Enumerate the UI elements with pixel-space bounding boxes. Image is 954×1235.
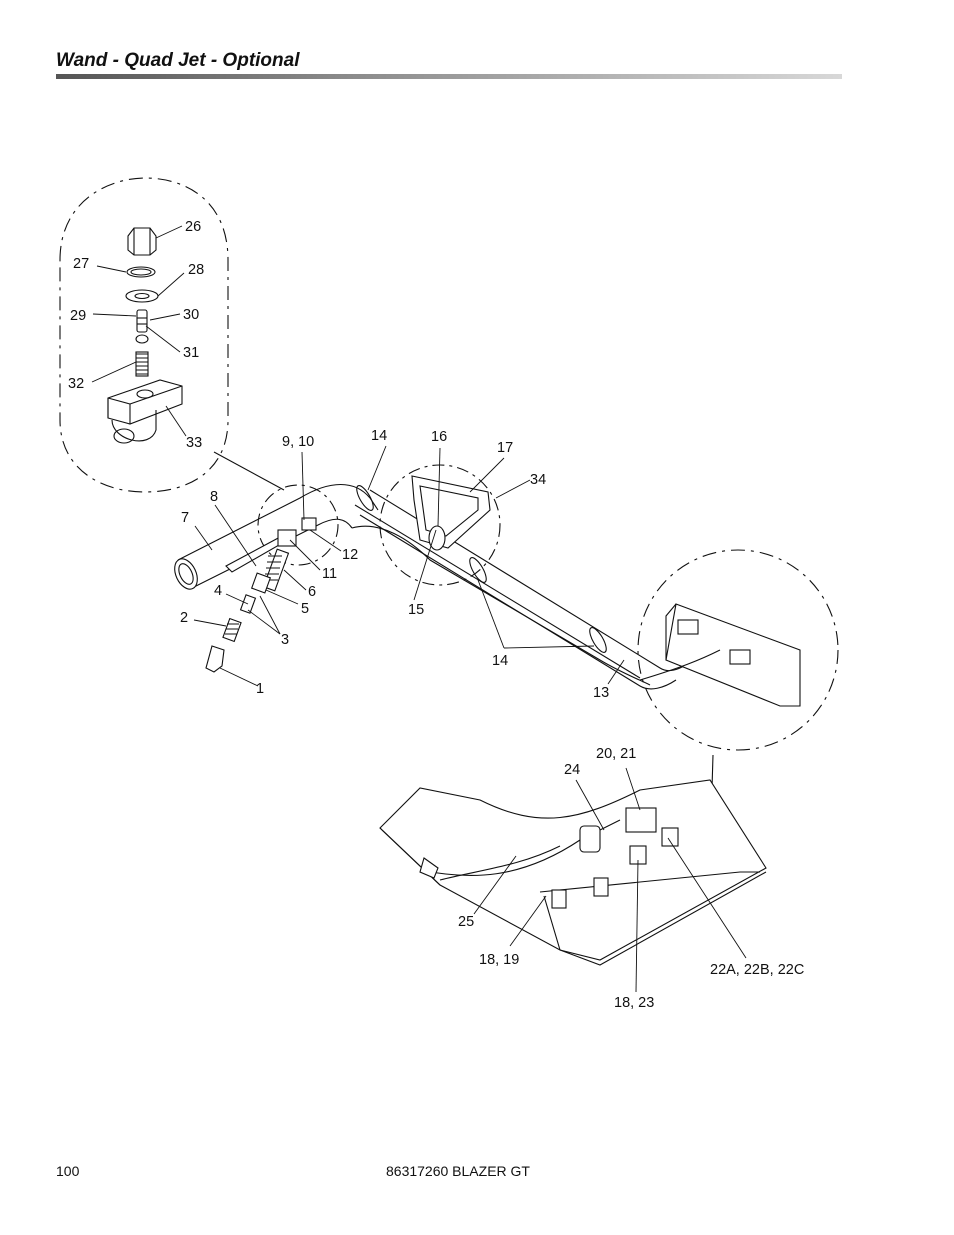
callout-label: 16 [431, 429, 447, 445]
callout-label: 34 [530, 472, 546, 488]
quick-connect-fittings [205, 548, 290, 673]
callout-label: 29 [70, 308, 86, 324]
wand-handle [174, 483, 379, 590]
callout-label: 13 [593, 685, 609, 701]
callout-label: 3 [281, 632, 289, 648]
callout-label: 22A, 22B, 22C [710, 962, 804, 978]
callout-label: 31 [183, 345, 199, 361]
callout-label: 20, 21 [596, 746, 636, 762]
floor-tool [379, 779, 767, 966]
page-title: Wand - Quad Jet - Optional [56, 50, 300, 71]
callout-labels: 26 27 28 29 30 31 32 33 9, 10 14 16 17 3… [68, 219, 804, 1011]
callout-label: 7 [181, 510, 189, 526]
callout-label: 26 [185, 219, 201, 235]
callout-label: 14 [371, 428, 387, 444]
callout-label: 12 [342, 547, 358, 563]
title-underline-bar [56, 74, 842, 79]
wand-tube [351, 485, 701, 690]
callout-label: 17 [497, 440, 513, 456]
valve-detail-circle [59, 177, 229, 493]
page-number: 100 [56, 1163, 80, 1179]
callout-label: 6 [308, 584, 316, 600]
leader-lines [91, 225, 747, 993]
callout-label: 2 [180, 610, 188, 626]
callout-label: 32 [68, 376, 84, 392]
callout-label: 33 [186, 435, 202, 451]
callout-label: 14 [492, 653, 508, 669]
callout-label: 5 [301, 601, 309, 617]
callout-label: 18, 19 [479, 952, 519, 968]
callout-label: 4 [214, 583, 222, 599]
callout-label: 25 [458, 914, 474, 930]
callout-label: 9, 10 [282, 434, 314, 450]
callout-label: 15 [408, 602, 424, 618]
callout-label: 11 [322, 566, 337, 582]
valve-parts [107, 227, 183, 444]
callout-label: 28 [188, 262, 204, 278]
document-id: 86317260 BLAZER GT [386, 1163, 530, 1179]
callout-label: 27 [73, 256, 89, 272]
callout-label: 24 [564, 762, 580, 778]
callout-label: 18, 23 [614, 995, 654, 1011]
callout-label: 1 [256, 681, 264, 697]
callout-label: 30 [183, 307, 199, 323]
manifold-detail-circle [637, 549, 839, 751]
callout-label: 8 [210, 489, 218, 505]
